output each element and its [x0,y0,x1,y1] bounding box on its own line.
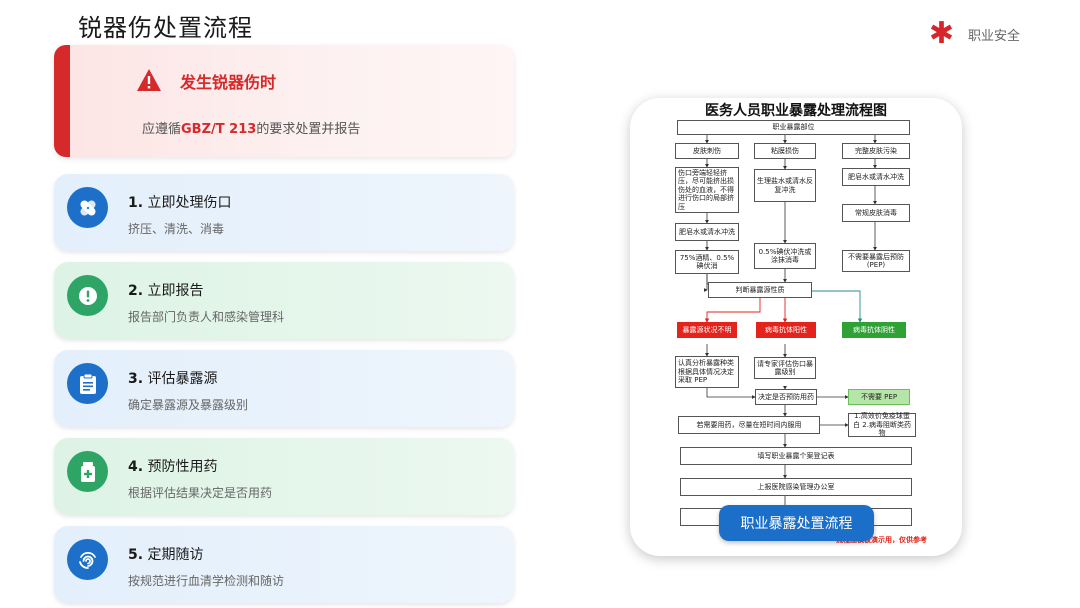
flow-node-saline: 生理盐水或清水反复冲洗 [754,169,816,202]
flow-node-mucosa: 粘膜损伤 [754,143,816,159]
step-desc: 挤压、清洗、消毒 [128,222,225,236]
step-title: 5. 定期随访 [128,544,204,564]
clipboard-icon [67,363,108,404]
flow-node-analyze: 认真分析暴露种类根据具体情况决定采取 PEP [675,356,739,388]
flow-node-no-pep-needed: 不需要暴露后预防(PEP) [842,250,910,272]
warning-triangle-icon [137,69,161,91]
step-card-5[interactable]: 5. 定期随访 按规范进行血清学检测和随访 [54,526,514,603]
asterisk-icon: ✱ [928,16,954,51]
flow-node-iodine: 0.5%碘伏冲洗或涂抹消毒 [754,243,816,269]
flow-node-virus-positive-green: 病毒抗体阴性 [842,322,906,338]
flow-node-soap-wash-right: 肥皂水或清水冲洗 [842,168,910,186]
step-desc: 按规范进行血清学检测和随访 [128,574,285,588]
flow-node-alcohol: 75%酒精、0.5%碘伏消 [675,250,739,274]
step-title: 2. 立即报告 [128,280,204,300]
bandage-icon [67,187,108,228]
flowchart-note: 流程图模板演示用，仅供参考 [836,536,927,544]
step-number: 4. [128,459,144,475]
step-title: 3. 评估暴露源 [128,368,218,388]
alert-card: 发生锐器伤时 应遵循GBZ/T 213的要求处置并报告 [54,45,514,157]
flow-node-judge-source: 判断暴露源性质 [708,282,812,298]
flow-node-soap-wash-left: 肥皂水或清水冲洗 [675,223,739,241]
flow-node-decide-pep: 决定是否预防用药 [755,389,817,405]
step-number: 3. [128,371,144,387]
alert-standard: GBZ/T 213 [181,122,257,137]
flow-node-report-office: 上报医院感染管理办公室 [680,478,912,496]
flow-node-routine-disinfect: 常规皮肤消毒 [842,204,910,222]
flowchart-frame: 医务人员职业暴露处理流程图 [630,98,962,556]
flow-node-source-unknown: 暴露源状况不明 [677,322,737,338]
page-title: 锐器伤处置流程 [78,14,253,42]
flow-node-intact-skin: 完整皮肤污染 [842,143,910,159]
flow-node-register: 填写职业暴露个案登记表 [680,447,912,465]
step-number: 2. [128,283,144,299]
alert-accent-bar [54,45,70,157]
step-card-4[interactable]: 4. 预防性用药 根据评估结果决定是否用药 [54,438,514,515]
step-desc: 报告部门负责人和感染管理科 [128,310,285,324]
flow-node-root: 职业暴露部位 [677,120,910,135]
step-card-2[interactable]: 2. 立即报告 报告部门负责人和感染管理科 [54,262,514,339]
flow-node-if-medicate: 若需要用药，尽量在短时间内服用 [678,416,820,434]
flow-node-virus-positive-red: 病毒抗体阳性 [756,322,816,338]
step-title-text: 定期随访 [147,547,204,563]
flow-node-expert: 请专家评估伤口暴露级别 [754,357,816,379]
flowchart-connectors [704,135,877,509]
step-desc: 确定暴露源及暴露级别 [128,398,249,412]
step-card-3[interactable]: 3. 评估暴露源 确定暴露源及暴露级别 [54,350,514,427]
step-title-text: 立即处理伤口 [147,195,232,211]
step-title-text: 评估暴露源 [147,371,218,387]
step-desc: 根据评估结果决定是否用药 [128,486,273,500]
brand: ✱ 职业安全 [928,16,1020,51]
flowchart-title: 医务人员职业暴露处理流程图 [705,103,887,119]
medicine-icon [67,451,108,492]
alert-sub-prefix: 应遵循 [142,122,182,137]
brand-text: 职业安全 [967,28,1020,44]
flowchart-button[interactable]: 职业暴露处置流程 [719,505,874,541]
step-title: 4. 预防性用药 [128,456,218,476]
alert-sub-suffix: 的要求处置并报告 [256,122,361,137]
flow-node-no-pep: 不需要 PEP [848,389,910,405]
fingerprint-icon [67,539,108,580]
step-title-text: 预防性用药 [147,459,218,475]
alert-subtitle: 应遵循GBZ/T 213的要求处置并报告 [142,118,360,137]
step-title-text: 立即报告 [147,283,204,299]
step-title: 1. 立即处理伤口 [128,192,232,212]
flow-node-squeeze: 伤口旁端轻轻挤压，尽可能挤出损伤处的血液，不得进行伤口的局部挤压 [675,167,739,213]
step-number: 5. [128,547,144,563]
alert-title: 发生锐器伤时 [180,73,277,92]
alert-circle-icon [67,275,108,316]
flow-node-options: 1.高效价免疫球蛋白 2.病毒阻断类药物 [848,412,916,437]
step-card-1[interactable]: 1. 立即处理伤口 挤压、清洗、消毒 [54,174,514,251]
step-number: 1. [128,195,144,211]
flow-node-skin-puncture: 皮肤刺伤 [675,143,739,159]
